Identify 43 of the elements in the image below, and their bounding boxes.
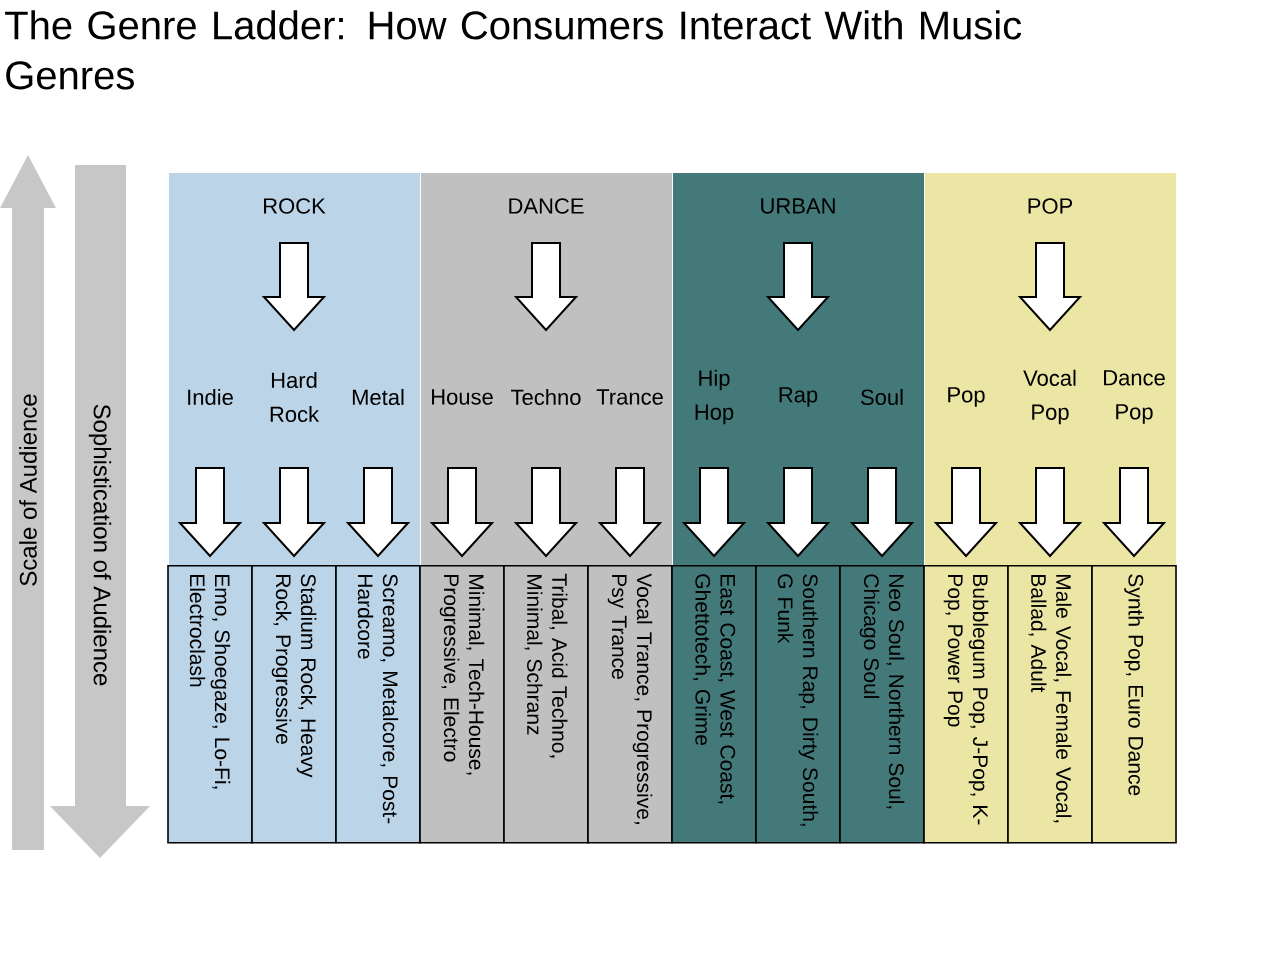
block-arrow (429, 467, 495, 558)
subgenre-cell: Screamo, Metalcore, Post-Hardcore (335, 565, 421, 844)
block-arrow (177, 467, 243, 558)
subgenre-label: Indie (188, 388, 233, 406)
subgenre-label: Vocal Pop (1023, 369, 1076, 425)
subgenre-label: Pop (948, 387, 985, 407)
subgenre-cell: Stadium Rock, Heavy Rock, Progressive (251, 565, 337, 844)
subgenre-label: House (432, 389, 493, 405)
block-arrow (765, 242, 831, 332)
subgenre-cell: Minimal, Tech-House, Progressive, Electro (419, 565, 505, 844)
subgenre-cell: Vocal Trance, Progressive, Psy Trance (587, 565, 673, 844)
block-arrow (261, 467, 327, 558)
block-arrow (1017, 467, 1083, 558)
subgenre-cell: Southern Rap, Dirty South, G Funk (755, 565, 841, 844)
subgenre-label: Trance (596, 389, 663, 405)
subgenre-cell: Bubblegum Pop, J-Pop, K-Pop, Power Pop (923, 565, 1009, 844)
block-arrow (1101, 467, 1167, 558)
subgenre-label: Techno (511, 388, 581, 406)
subgenre-cell: Synth Pop, Euro Dance (1091, 565, 1177, 844)
subgenre-cell: Tribal, Acid Techno, Minimal, Schranz (503, 565, 589, 844)
subgenre-label: Dance Pop (1104, 370, 1165, 424)
title: The Genre Ladder: How Consumers Interact With Music Genres (5, 10, 1022, 90)
block-arrow (597, 467, 663, 558)
block-arrow (345, 467, 411, 558)
subgenre-label: Hard Rock (270, 371, 320, 423)
block-arrow (681, 467, 747, 558)
block-arrow (933, 467, 999, 558)
block-arrow (513, 242, 579, 332)
subgenre-label: Metal (352, 388, 404, 406)
axis-label: Sophistication of Audience (88, 404, 112, 686)
subgenre-cell: Emo, Shoegaze, Lo-Fi, Electroclash (167, 565, 253, 844)
subgenre-cell: Neo Soul, Northern Soul, Chicago Soul (839, 565, 925, 844)
block-arrow (1017, 242, 1083, 332)
subgenre-label: Soul (861, 388, 903, 406)
axis-label: Scale of Audience (19, 394, 37, 586)
subgenre-cell: Male Vocal, Female Vocal, Ballad, Adult (1007, 565, 1093, 844)
block-arrow (765, 467, 831, 558)
block-arrow (513, 467, 579, 558)
subgenre-label: Hip Hop (695, 369, 734, 425)
subgenre-cell: East Coast, West Coast, Ghettotech, Grime (671, 565, 757, 844)
block-arrow (849, 467, 915, 558)
subgenre-label: Rap (779, 387, 818, 407)
block-arrow (261, 242, 327, 332)
